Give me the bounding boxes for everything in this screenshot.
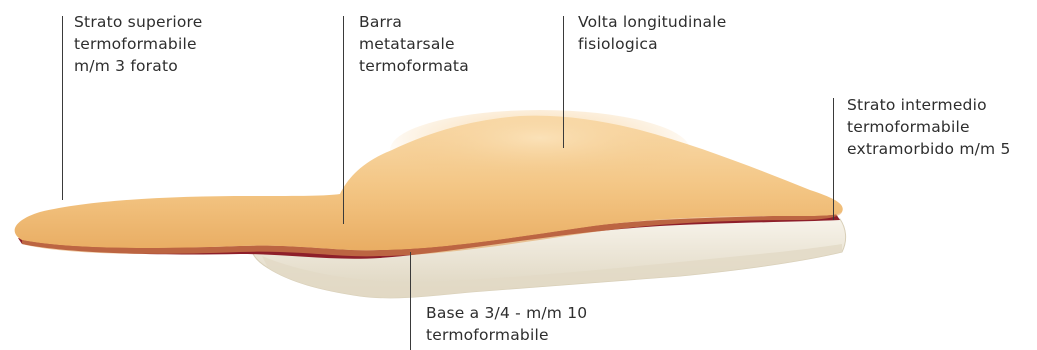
label-base-line-1: Base a 3/4 - m/m 10 xyxy=(426,302,587,324)
label-middle-layer-line-3: extramorbido m/m 5 xyxy=(847,138,1011,160)
label-middle-layer-line-2: termoformabile xyxy=(847,116,1011,138)
label-top-layer: Strato superiore termoformabile m/m 3 fo… xyxy=(74,11,202,77)
leader-line-arch xyxy=(563,16,564,148)
label-metatarsal-bar-line-2: metatarsale xyxy=(359,33,469,55)
label-top-layer-line-2: termoformabile xyxy=(74,33,202,55)
label-metatarsal-bar-line-3: termoformata xyxy=(359,55,469,77)
label-top-layer-line-3: m/m 3 forato xyxy=(74,55,202,77)
leader-line-top-layer xyxy=(62,16,63,200)
arch-highlight xyxy=(390,110,690,190)
leader-line-metatarsal-bar xyxy=(343,16,344,224)
label-metatarsal-bar-line-1: Barra xyxy=(359,11,469,33)
leader-line-base xyxy=(410,252,411,350)
leader-line-middle-layer xyxy=(833,98,834,220)
label-arch: Volta longitudinale fisiologica xyxy=(578,11,726,55)
label-metatarsal-bar: Barra metatarsale termoformata xyxy=(359,11,469,77)
label-middle-layer: Strato intermedio termoformabile extramo… xyxy=(847,94,1011,160)
label-arch-line-2: fisiologica xyxy=(578,33,726,55)
label-arch-line-1: Volta longitudinale xyxy=(578,11,726,33)
label-top-layer-line-1: Strato superiore xyxy=(74,11,202,33)
label-base-line-2: termoformabile xyxy=(426,324,587,346)
label-base: Base a 3/4 - m/m 10 termoformabile xyxy=(426,302,587,346)
label-middle-layer-line-1: Strato intermedio xyxy=(847,94,1011,116)
